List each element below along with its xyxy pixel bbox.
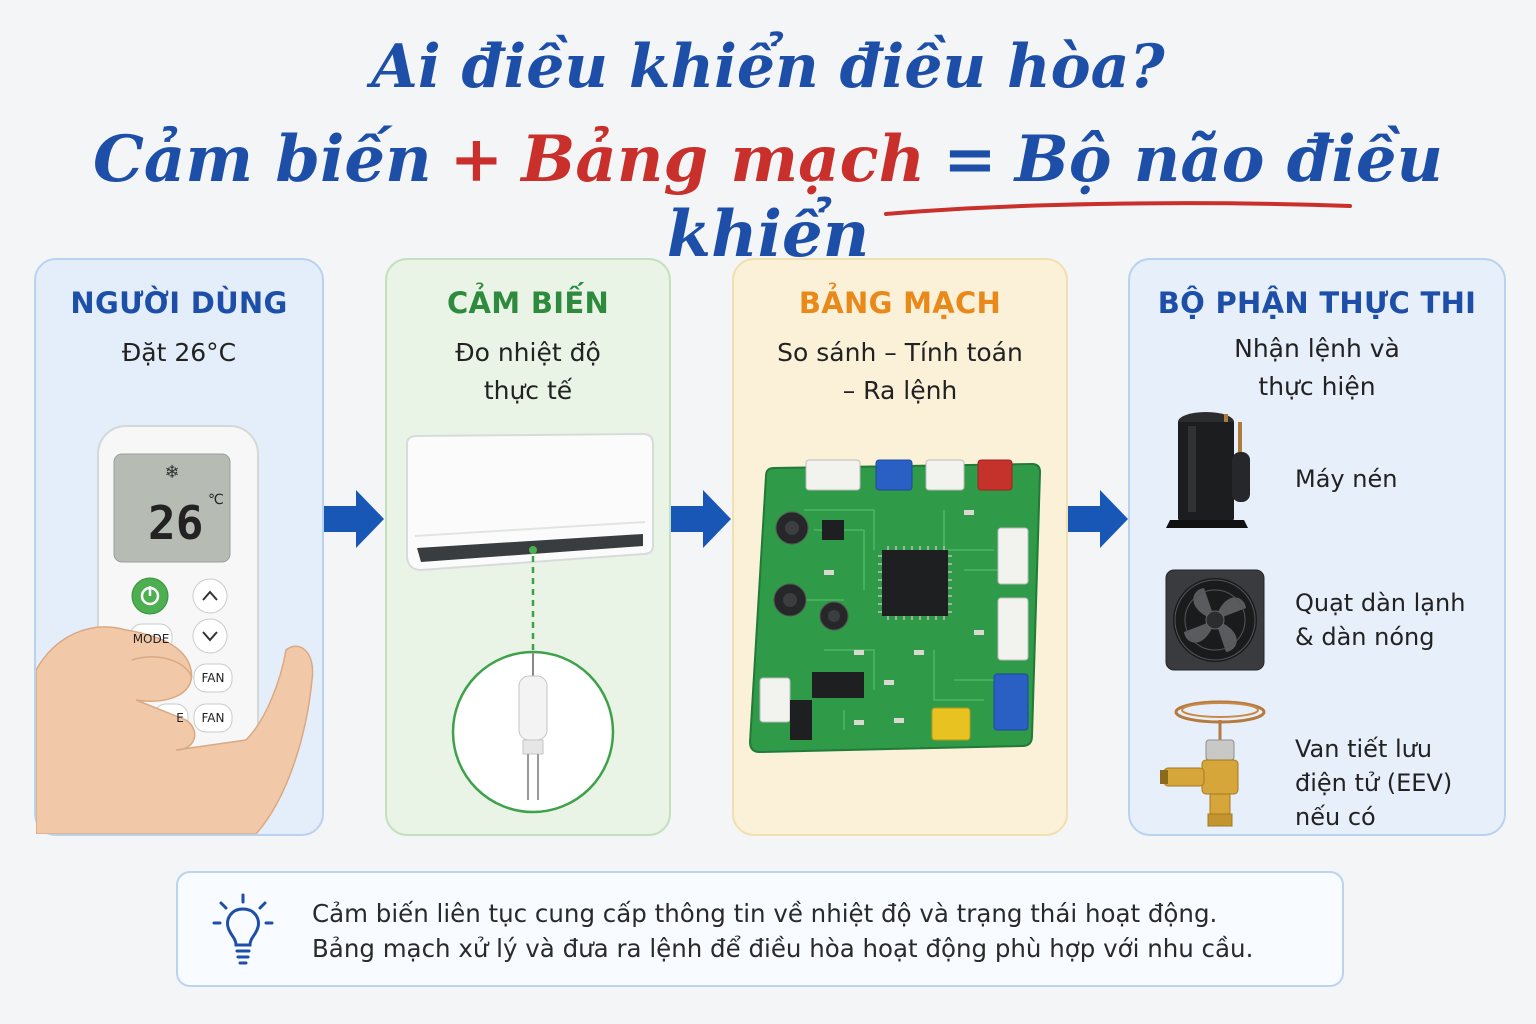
remote-control-illustration: ❄ — [36, 425, 314, 834]
card-board-title: BẢNG MẠCH — [798, 286, 1002, 320]
tip-line-2: Bảng mạch xử lý và đưa ra lệnh để điều h… — [312, 934, 1254, 963]
remote-partial-button[interactable]: E — [176, 711, 184, 725]
card-user-subtitle: Đặt 26°C — [121, 338, 237, 367]
equation-board: Bảng mạch — [521, 122, 926, 197]
actuator-compressor-label: Máy nén — [1295, 465, 1398, 493]
card-board-subtitle-1: So sánh – Tính toán — [777, 338, 1023, 367]
arrow-right-icon — [1068, 490, 1128, 548]
equation-equals: = — [943, 122, 997, 197]
compressor-icon — [1166, 412, 1250, 528]
remote-display-value: 26 — [148, 496, 204, 550]
card-actuator-subtitle-1: Nhận lệnh và — [1234, 334, 1400, 363]
equation-sensor: Cảm biến — [92, 122, 432, 197]
equation-brain: Bộ não điều khiển — [666, 122, 1444, 272]
air-conditioner-sensor-illustration — [406, 432, 654, 814]
card-sensor: CẢM BIẾN Đo nhiệt độ thực tế — [385, 258, 671, 836]
main-title: Ai điều khiển điều hòa? — [371, 32, 1165, 102]
card-actuator: BỘ PHẬN THỰC THI Nhận lệnh và thực hiện … — [1128, 258, 1506, 836]
actuator-valve-label-2: điện tử (EEV) — [1295, 769, 1453, 797]
equation-title: Cảm biến+Bảng mạch=Bộ não điều khiển — [0, 122, 1536, 272]
lightbulb-icon — [212, 893, 274, 965]
snowflake-icon: ❄ — [164, 462, 179, 483]
arrow-right-icon — [324, 490, 384, 548]
actuator-fan-label-2: & dàn nóng — [1295, 623, 1435, 651]
remote-fan-button-2[interactable]: FAN — [201, 711, 225, 725]
tip-line-1: Cảm biến liên tục cung cấp thông tin về … — [312, 899, 1218, 928]
card-user-title: NGƯỜI DÙNG — [70, 286, 288, 320]
card-actuator-subtitle-2: thực hiện — [1258, 372, 1376, 401]
title-underline — [884, 201, 1352, 216]
equation-plus: + — [449, 122, 504, 197]
card-board-subtitle-2: – Ra lệnh — [842, 376, 958, 405]
card-sensor-subtitle-1: Đo nhiệt độ — [455, 338, 601, 367]
card-sensor-subtitle-2: thực tế — [483, 376, 573, 405]
actuator-fan-label-1: Quạt dàn lạnh — [1295, 589, 1466, 617]
card-board: BẢNG MẠCH So sánh – Tính toán – Ra lệnh — [732, 258, 1068, 836]
tip-box: Cảm biến liên tục cung cấp thông tin về … — [176, 871, 1344, 987]
card-actuator-title: BỘ PHẬN THỰC THI — [1157, 286, 1477, 320]
actuator-valve-label-3: nếu có — [1295, 803, 1376, 831]
remote-mode-button[interactable]: MODE — [132, 632, 170, 646]
remote-display-unit: ℃ — [208, 492, 224, 508]
card-user: NGƯỜI DÙNG Đặt 26°C ❄ 26 ℃ MODE FAN FAN … — [34, 258, 324, 836]
fan-unit-icon — [1165, 569, 1265, 671]
expansion-valve-icon — [1160, 700, 1266, 827]
arrow-right-icon — [671, 490, 731, 548]
circuit-board-illustration — [748, 459, 1042, 754]
actuator-valve-label-1: Van tiết lưu — [1295, 735, 1433, 763]
card-sensor-title: CẢM BIẾN — [446, 286, 610, 320]
remote-fan-button[interactable]: FAN — [201, 671, 225, 685]
